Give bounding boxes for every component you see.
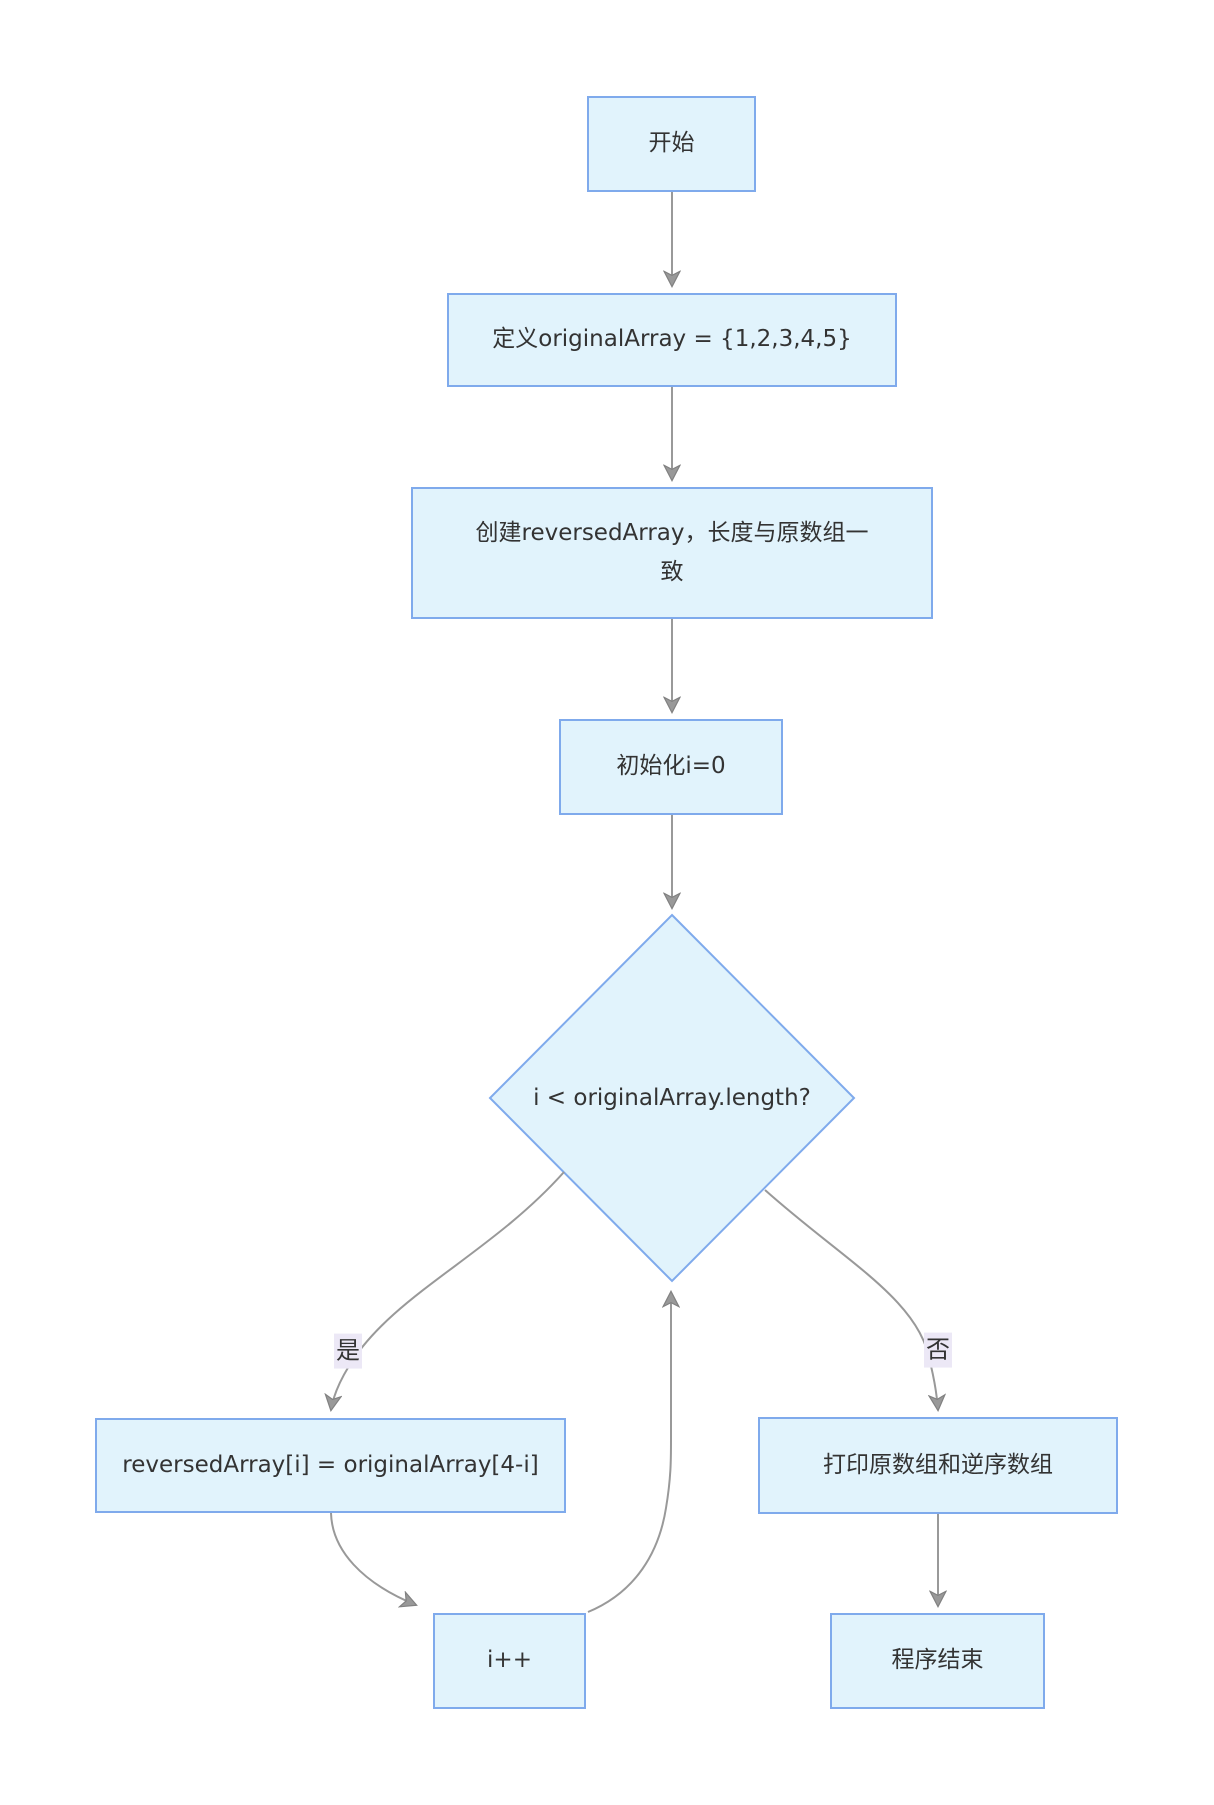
node-init-i: 初始化i=0	[559, 719, 783, 815]
node-increment-i-label: i++	[487, 1647, 532, 1674]
node-define-array: 定义originalArray = {1,2,3,4,5}	[447, 293, 897, 387]
node-condition-label: i < originalArray.length?	[533, 1085, 811, 1111]
edge-condition-yes-assign	[331, 1171, 565, 1410]
node-create-reversed-array-label: 创建reversedArray，长度与原数组一致	[475, 519, 869, 585]
edge-condition-no-print	[764, 1189, 938, 1410]
node-assign-element-label: reversedArray[i] = originalArray[4-i]	[122, 1451, 539, 1478]
node-start-label: 开始	[648, 130, 695, 157]
node-print-arrays: 打印原数组和逆序数组	[758, 1417, 1118, 1514]
node-assign-element: reversedArray[i] = originalArray[4-i]	[95, 1418, 566, 1513]
edge-increment-condition	[587, 1292, 671, 1613]
edge-assign-increment	[330, 1512, 416, 1605]
node-define-array-label: 定义originalArray = {1,2,3,4,5}	[492, 326, 852, 353]
edge-label-no: 否	[924, 1332, 952, 1368]
node-program-end-label: 程序结束	[891, 1647, 984, 1674]
edge-label-yes: 是	[334, 1333, 362, 1369]
node-print-arrays-label: 打印原数组和逆序数组	[823, 1451, 1053, 1478]
node-increment-i: i++	[433, 1613, 586, 1709]
node-start: 开始	[587, 96, 756, 192]
node-program-end: 程序结束	[830, 1613, 1045, 1709]
node-create-reversed-array: 创建reversedArray，长度与原数组一致	[411, 487, 933, 619]
node-init-i-label: 初始化i=0	[616, 753, 726, 780]
